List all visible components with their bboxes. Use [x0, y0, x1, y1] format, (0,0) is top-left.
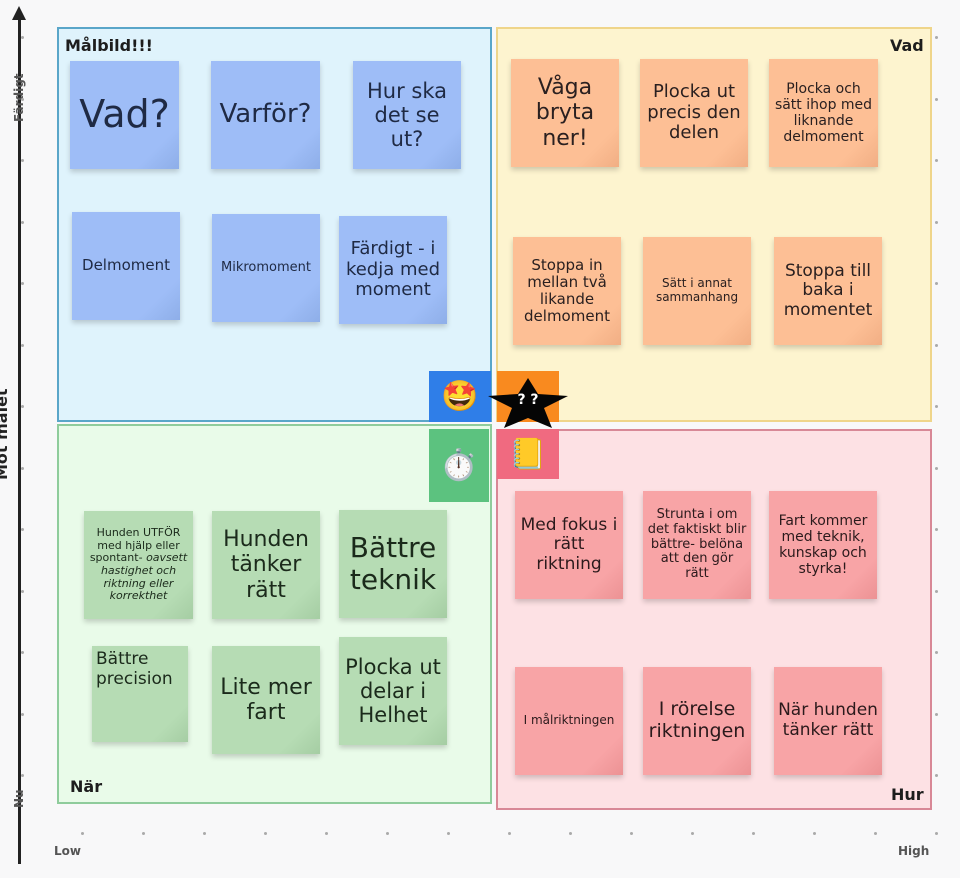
grid-dot: [874, 832, 877, 835]
grid-dot: [21, 221, 24, 224]
y-axis-arrow-icon: [12, 6, 26, 20]
sticky-note[interactable]: Plocka och sätt ihop med liknande delmom…: [769, 59, 878, 167]
stopwatch-icon[interactable]: ⏱️: [429, 429, 489, 502]
sticky-note[interactable]: Strunta i om det faktiskt blir bättre- b…: [643, 491, 751, 599]
sticky-note[interactable]: Vad?: [70, 61, 179, 169]
grid-dot: [752, 832, 755, 835]
quadrant-title-malbild: Målbild!!!: [65, 36, 153, 55]
grid-dot: [21, 590, 24, 593]
grid-dot: [630, 832, 633, 835]
grid-dot: [21, 282, 24, 285]
grid-dot: [21, 774, 24, 777]
sticky-note[interactable]: Färdigt - i kedja med moment: [339, 216, 447, 324]
grid-dot: [935, 159, 938, 162]
sticky-note[interactable]: Hunden UTFÖR med hjälp eller spontant- o…: [84, 511, 193, 619]
grid-dot: [264, 832, 267, 835]
sticky-note[interactable]: Plocka ut delar i Helhet: [339, 637, 447, 745]
sticky-note[interactable]: Med fokus i rätt riktning: [515, 491, 623, 599]
grid-dot: [935, 98, 938, 101]
grid-dot: [21, 467, 24, 470]
grid-dot: [935, 528, 938, 531]
sticky-note[interactable]: Stoppa in mellan två likande delmoment: [513, 237, 621, 345]
grid-dot: [21, 159, 24, 162]
sticky-note[interactable]: Delmoment: [72, 212, 180, 320]
sticky-note[interactable]: Bättre precision: [92, 646, 188, 742]
quadrant-title-vad: Vad: [890, 36, 924, 55]
grid-dot: [21, 344, 24, 347]
grid-dot: [569, 832, 572, 835]
sticky-note[interactable]: När hunden tänker rätt: [774, 667, 882, 775]
grid-dot: [21, 651, 24, 654]
sticky-note[interactable]: Fart kommer med teknik, kunskap och styr…: [769, 491, 877, 599]
y-axis-top-label: Färdigt: [12, 73, 26, 122]
grid-dot: [325, 832, 328, 835]
grid-dot: [813, 832, 816, 835]
grid-dot: [142, 832, 145, 835]
mystery-star-label: ? ?: [517, 392, 539, 408]
grid-dot: [935, 832, 938, 835]
grid-dot: [21, 713, 24, 716]
star-eyes-emoji-icon[interactable]: 🤩: [429, 371, 491, 422]
grid-dot: [935, 651, 938, 654]
quadrant-title-nar: När: [70, 777, 103, 796]
x-axis-high-label: High: [898, 844, 930, 858]
grid-dot: [21, 98, 24, 101]
grid-dot: [81, 832, 84, 835]
x-axis-low-label: Low: [54, 844, 81, 858]
grid-dot: [935, 405, 938, 408]
sticky-note[interactable]: Varför?: [211, 61, 320, 169]
grid-dot: [935, 713, 938, 716]
grid-dot: [21, 405, 24, 408]
grid-dot: [21, 528, 24, 531]
sticky-note[interactable]: Sätt i annat sammanhang: [643, 237, 751, 345]
grid-dot: [935, 774, 938, 777]
grid-dot: [935, 467, 938, 470]
grid-dot: [935, 344, 938, 347]
y-axis-title: Mot målet: [0, 388, 11, 480]
quadrant-title-hur: Hur: [891, 785, 924, 804]
grid-dot: [935, 36, 938, 39]
sticky-note[interactable]: Våga bryta ner!: [511, 59, 619, 167]
black-star-icon[interactable]: [486, 376, 570, 430]
sticky-note[interactable]: Hur ska det se ut?: [353, 61, 461, 169]
sticky-note[interactable]: I rörelse riktningen: [643, 667, 751, 775]
grid-dot: [935, 221, 938, 224]
grid-dot: [935, 282, 938, 285]
sticky-note[interactable]: Mikromoment: [212, 214, 320, 322]
sticky-note[interactable]: Plocka ut precis den delen: [640, 59, 748, 167]
grid-dot: [935, 590, 938, 593]
sticky-note[interactable]: I målriktningen: [515, 667, 623, 775]
grid-dot: [21, 36, 24, 39]
grid-dot: [203, 832, 206, 835]
y-axis-line: [18, 14, 21, 864]
sticky-note[interactable]: Bättre teknik: [339, 510, 447, 618]
grid-dot: [386, 832, 389, 835]
sticky-note[interactable]: Lite mer fart: [212, 646, 320, 754]
notebook-icon[interactable]: 📒: [497, 429, 559, 479]
sticky-note[interactable]: Hunden tänker rätt: [212, 511, 320, 619]
y-axis-bottom-label: Nu: [12, 789, 26, 808]
grid-dot: [447, 832, 450, 835]
grid-dot: [691, 832, 694, 835]
sticky-note[interactable]: Stoppa till baka i momentet: [774, 237, 882, 345]
grid-dot: [508, 832, 511, 835]
